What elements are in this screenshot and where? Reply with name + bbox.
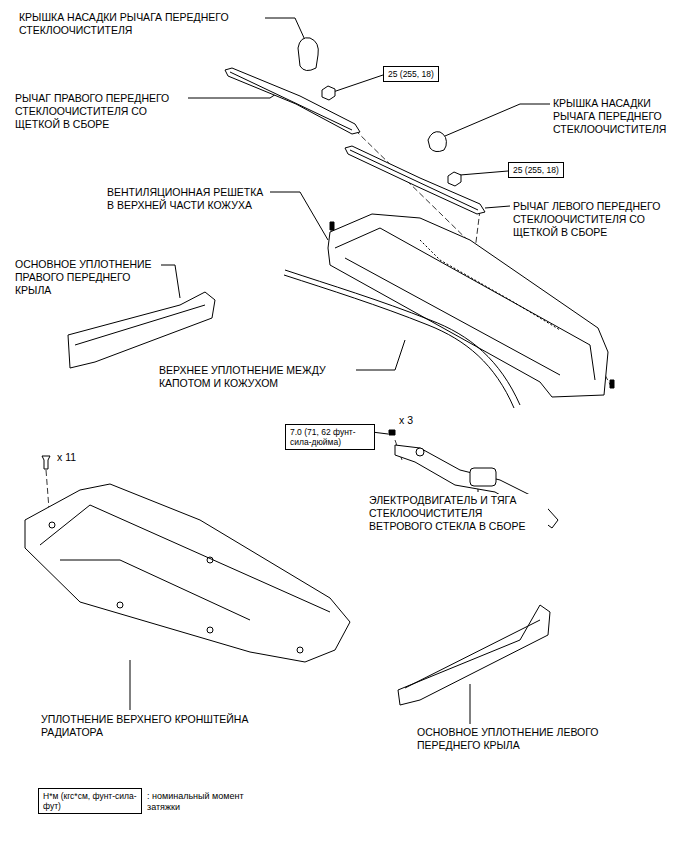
clip-hole — [207, 557, 213, 563]
leader-line — [333, 75, 383, 92]
part-name: КРЫШКА НАСАДКИ РЫЧАГА ПЕРЕДНЕГО СТЕКЛООЧ… — [552, 97, 684, 136]
fender-seal-detail — [75, 305, 205, 345]
radiator-seal — [25, 484, 350, 662]
clip — [42, 456, 50, 469]
leader-line — [158, 265, 180, 298]
part-name: ЭЛЕКТРОДВИГАТЕЛЬ И ТЯГА СТЕКЛООЧИСТИТЕЛЯ… — [368, 494, 548, 533]
cowl-detail — [345, 258, 560, 375]
leader-line — [352, 340, 405, 370]
part-name: КРЫШКА НАСАДКИ РЫЧАГА ПЕРЕДНЕГО СТЕКЛООЧ… — [18, 11, 265, 37]
torque-box: 7.0 (71, 62 фунт-сила-дюйма) — [285, 424, 375, 450]
wiper-cap — [428, 132, 446, 152]
leader-line — [470, 684, 471, 724]
wiper-arm — [225, 68, 360, 134]
legend-text: : номинальный момент затяжки — [146, 791, 258, 813]
wiper-blade — [230, 72, 352, 130]
clip-hole — [117, 602, 123, 608]
leader-line — [262, 18, 305, 40]
part-name: РЫЧАГ ПРАВОГО ПЕРЕДНЕГО СТЕКЛООЧИСТИТЕЛЯ… — [14, 92, 188, 131]
nut — [322, 86, 335, 100]
bolt — [389, 430, 395, 435]
fender-seal — [398, 605, 550, 705]
clip — [610, 380, 614, 388]
quantity-note: x 3 — [398, 414, 430, 427]
leader-line — [460, 171, 508, 175]
quantity-note: x 11 — [56, 451, 92, 464]
clip — [330, 222, 334, 230]
leader-line — [445, 104, 550, 136]
wiper-blade — [350, 150, 478, 210]
torque-value: 25 (255, 18) — [513, 165, 559, 175]
wiper-cap — [298, 38, 318, 71]
leader-line — [485, 206, 510, 208]
torque-value: 7.0 (71, 62 фунт-сила-дюйма) — [290, 427, 370, 447]
fender-seal-detail — [405, 620, 540, 688]
wiper-motor — [470, 468, 496, 486]
part-name: УПЛОТНЕНИЕ ВЕРХНЕГО КРОНШТЕЙНА РАДИАТОРА — [40, 713, 282, 739]
leader-line — [130, 660, 131, 710]
part-name: ОСНОВНОЕ УПЛОТНЕНИЕ ЛЕВОГО ПЕРЕДНЕГО КРЫ… — [416, 726, 608, 752]
radiator-seal-detail — [60, 560, 250, 620]
torque-value: Н*м (кгс*см, фунт-сила-фут) — [43, 791, 137, 811]
torque-box: 25 (255, 18) — [508, 162, 564, 178]
pivot — [416, 448, 424, 456]
cowl-detail — [335, 228, 595, 380]
part-name: ВЕНТИЛЯЦИОННАЯ РЕШЕТКА В ВЕРХНЕЙ ЧАСТИ К… — [106, 186, 270, 212]
wiper-arm — [345, 146, 485, 214]
part-name: ВЕРХНЕЕ УПЛОТНЕНИЕ МЕЖДУ КАПОТОМ И КОЖУХ… — [158, 364, 356, 390]
nut — [448, 172, 461, 186]
leader-line — [268, 192, 328, 240]
cowl-grille — [420, 240, 560, 330]
cowl-louver — [328, 214, 608, 397]
part-name: РЫЧАГ ЛЕВОГО ПЕРЕДНЕГО СТЕКЛООЧИСТИТЕЛЯ … — [512, 200, 684, 239]
clip-hole — [207, 627, 213, 633]
radiator-seal-detail — [40, 505, 330, 612]
torque-box: Н*м (кгс*см, фунт-сила-фут) — [38, 788, 142, 814]
clip-hole — [49, 522, 55, 528]
fender-seal — [68, 292, 215, 368]
part-name: ОСНОВНОЕ УПЛОТНЕНИЕ ПРАВОГО ПЕРЕДНЕГО КР… — [14, 258, 161, 297]
torque-box: 25 (255, 18) — [383, 66, 439, 82]
clip-hole — [297, 647, 303, 653]
torque-value: 25 (255, 18) — [388, 69, 434, 79]
